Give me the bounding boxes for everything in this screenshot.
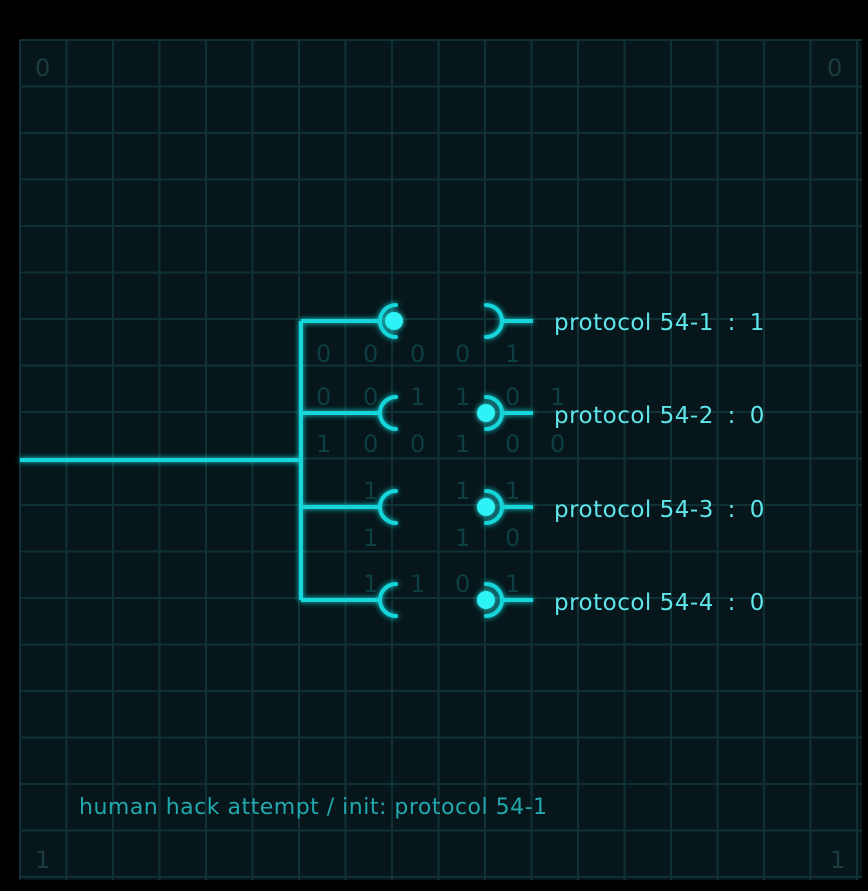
binary-digit: 1 bbox=[455, 477, 471, 505]
left-socket-icon bbox=[378, 582, 398, 618]
binary-digit: 0 bbox=[363, 340, 379, 368]
protocol-value: 0 bbox=[749, 497, 765, 523]
protocol-value: 1 bbox=[749, 310, 765, 336]
protocol-label-2[interactable]: protocol 54-2 : 0 bbox=[554, 403, 765, 429]
binary-digit: 0 bbox=[455, 570, 471, 598]
protocol-separator: : bbox=[727, 590, 736, 616]
protocol-label-1[interactable]: protocol 54-1 : 1 bbox=[554, 310, 765, 336]
protocol-switches[interactable] bbox=[301, 303, 533, 618]
protocol-value: 0 bbox=[749, 590, 765, 616]
status-message: human hack attempt / init: protocol 54-1 bbox=[79, 795, 548, 820]
protocol-name: protocol 54-1 bbox=[554, 310, 714, 336]
binary-digit: 0 bbox=[505, 383, 521, 411]
protocol-name: protocol 54-4 bbox=[554, 590, 714, 616]
left-socket-icon bbox=[378, 395, 398, 431]
main-wires bbox=[20, 321, 303, 600]
protocol-switch-3[interactable] bbox=[301, 489, 533, 525]
binary-digit: 0 bbox=[505, 524, 521, 552]
binary-digit: 0 bbox=[455, 340, 471, 368]
left-socket-icon bbox=[378, 489, 398, 525]
active-node-icon bbox=[477, 404, 495, 422]
active-node-icon bbox=[477, 498, 495, 516]
protocol-label-3[interactable]: protocol 54-3 : 0 bbox=[554, 497, 765, 523]
protocol-switch-1[interactable] bbox=[301, 303, 533, 339]
left-socket-icon bbox=[378, 303, 398, 339]
binary-digit: 1 bbox=[363, 477, 379, 505]
protocol-value: 0 bbox=[749, 403, 765, 429]
binary-digit: 0 bbox=[316, 340, 332, 368]
binary-digit: 1 bbox=[550, 383, 566, 411]
corner-digit-top-right: 0 bbox=[827, 54, 843, 82]
protocol-separator: : bbox=[727, 497, 736, 523]
binary-digit: 1 bbox=[505, 570, 521, 598]
binary-digit: 0 bbox=[410, 340, 426, 368]
corner-digit-bottom-left: 1 bbox=[35, 846, 51, 874]
protocol-switch-4[interactable] bbox=[301, 582, 533, 618]
binary-digit: 0 bbox=[550, 430, 566, 458]
binary-digit: 0 bbox=[316, 383, 332, 411]
binary-digit: 1 bbox=[410, 570, 426, 598]
binary-digit: 1 bbox=[316, 430, 332, 458]
binary-digit: 1 bbox=[455, 524, 471, 552]
binary-digit: 0 bbox=[505, 430, 521, 458]
binary-digit: 0 bbox=[410, 430, 426, 458]
binary-digit: 0 bbox=[363, 383, 379, 411]
binary-digit: 1 bbox=[505, 340, 521, 368]
corner-digit-top-left: 0 bbox=[35, 54, 51, 82]
binary-digit: 1 bbox=[363, 524, 379, 552]
binary-digit: 1 bbox=[455, 383, 471, 411]
protocol-name: protocol 54-2 bbox=[554, 403, 714, 429]
active-node-icon bbox=[385, 312, 403, 330]
binary-digit: 1 bbox=[363, 570, 379, 598]
protocol-switch-2[interactable] bbox=[301, 395, 533, 431]
grid-panel bbox=[20, 40, 862, 880]
protocol-name: protocol 54-3 bbox=[554, 497, 714, 523]
binary-digit: 1 bbox=[455, 430, 471, 458]
binary-digit: 1 bbox=[505, 477, 521, 505]
active-node-icon bbox=[477, 591, 495, 609]
binary-digit: 1 bbox=[410, 383, 426, 411]
corner-digit-bottom-right: 1 bbox=[830, 846, 846, 874]
protocol-separator: : bbox=[727, 403, 736, 429]
binary-digit: 0 bbox=[363, 430, 379, 458]
protocol-separator: : bbox=[727, 310, 736, 336]
protocol-label-4[interactable]: protocol 54-4 : 0 bbox=[554, 590, 765, 616]
